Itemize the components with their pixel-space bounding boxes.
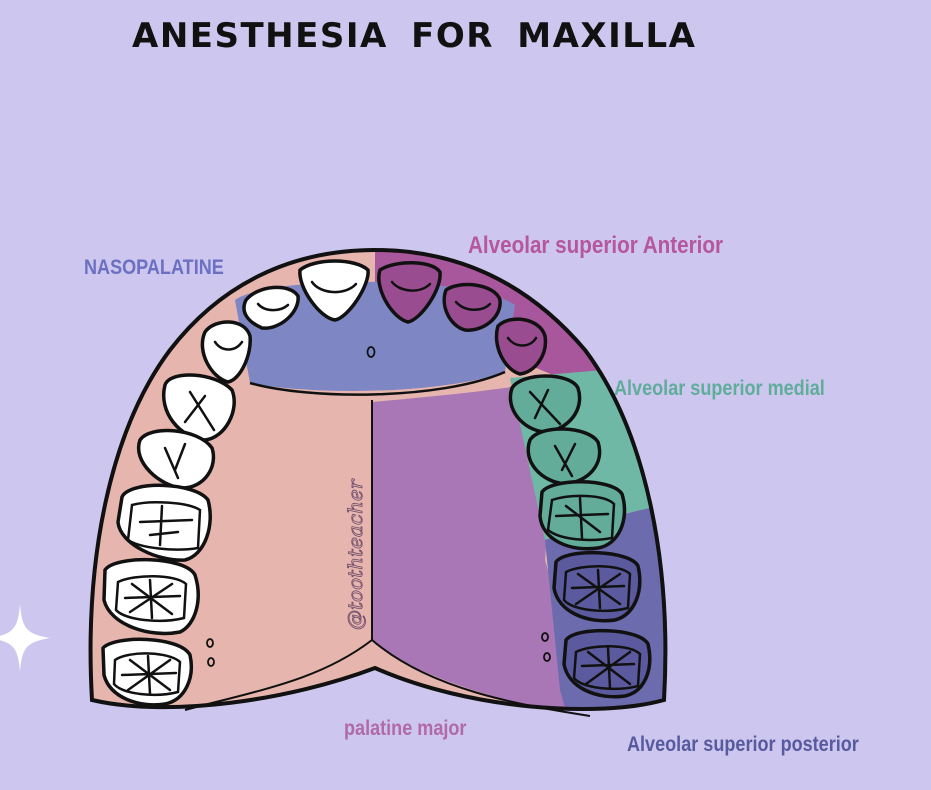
molar-inner-outline	[572, 644, 642, 691]
molar-grooves	[580, 646, 636, 690]
molar-grooves	[138, 504, 194, 547]
incisor-detail	[454, 300, 492, 311]
sparkle-icon	[0, 604, 50, 672]
tooth-second-premolar-right	[526, 427, 602, 486]
canine-detail	[506, 336, 538, 347]
molar-grooves	[120, 654, 178, 696]
label-palatine-major: palatine major	[344, 717, 467, 740]
incisor-detail	[310, 280, 358, 294]
molar-inner-outline	[546, 494, 616, 542]
canine-detail	[213, 340, 244, 351]
premolar-detail	[163, 442, 187, 480]
label-alveolar-superior-anterior: Alveolar superior Anterior	[468, 232, 724, 259]
premolar-detail	[553, 442, 577, 478]
molar-inner-outline	[114, 574, 188, 623]
tooth-central-incisor	[298, 259, 370, 322]
tooth-lateral-incisor	[242, 285, 300, 330]
molar-grooves	[554, 496, 610, 540]
tooth-central-incisor-right	[377, 261, 442, 324]
tooth-first-premolar-right	[508, 374, 582, 434]
molar-inner-outline	[562, 564, 632, 613]
label-alveolar-superior-posterior: Alveolar superior posterior	[627, 733, 859, 756]
molar-grooves	[570, 568, 626, 610]
tooth-lateral-incisor-right	[442, 282, 502, 332]
molar-inner-outline	[126, 501, 202, 551]
incisor-detail	[390, 280, 432, 292]
arch-outline	[88, 247, 668, 712]
palatine-foramen-mark	[206, 638, 214, 648]
premolar-detail	[183, 390, 216, 432]
incisive-papilla	[366, 346, 376, 358]
watermark-text: @toothteacher	[343, 478, 367, 630]
palatine-foramen-mark	[541, 632, 549, 642]
premolar-detail	[528, 388, 562, 426]
label-alveolar-superior-medial: Alveolar superior medial	[614, 377, 825, 400]
molar-inner-outline	[112, 652, 182, 697]
nasopalatine-boundary	[249, 370, 506, 396]
label-nasopalatine: NASOPALATINE	[84, 256, 224, 279]
incisor-detail	[256, 302, 290, 312]
palatine-foramen-mark	[207, 657, 215, 667]
molar-grooves	[123, 578, 182, 620]
palatine-foramen-mark	[543, 652, 551, 662]
tooth-second-premolar	[136, 428, 216, 490]
diagram-title: ANESTHESIA FOR MAXILLA	[132, 16, 697, 56]
tooth-canine	[200, 320, 252, 384]
